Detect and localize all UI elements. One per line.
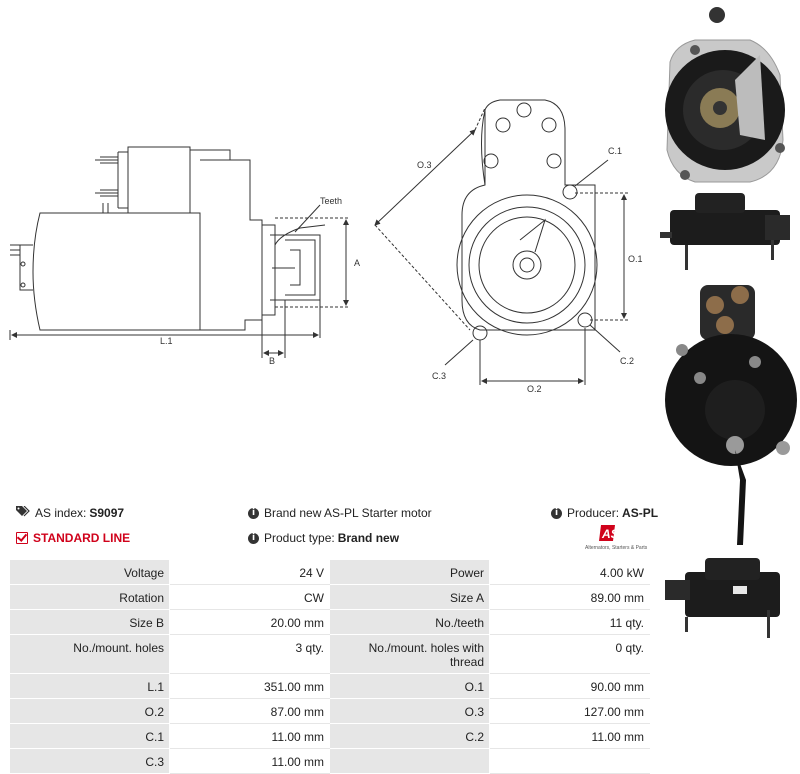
spec-label: No./mount. holes with thread	[329, 634, 490, 674]
info-icon: i	[248, 507, 259, 519]
producer-label: Producer:	[567, 506, 620, 520]
product-type-label: Product type:	[264, 531, 335, 545]
label-o2: O.2	[527, 384, 542, 394]
photo-front-view	[665, 7, 785, 183]
photo-side-view-small	[660, 193, 790, 270]
photo-rear-view	[665, 285, 797, 545]
spec-label: C.1	[9, 723, 170, 749]
producer: i Producer: AS-PL	[551, 506, 658, 520]
spec-label: Size A	[329, 584, 490, 610]
hole-c2	[577, 312, 593, 328]
spec-label	[329, 748, 490, 774]
info-icon: i	[248, 532, 259, 544]
motor-body-side	[32, 212, 201, 331]
spec-value	[489, 748, 650, 774]
spec-value: 3 qty.	[169, 634, 330, 674]
checkbox-icon	[16, 532, 28, 544]
logo-tagline: Alternators, Starters & Parts	[585, 545, 648, 551]
info-icon: i	[551, 507, 562, 519]
standard-line-label: STANDARD LINE	[33, 531, 131, 545]
spec-value: 87.00 mm	[169, 698, 330, 724]
spec-value: 24 V	[169, 559, 330, 585]
spec-label: C.2	[329, 723, 490, 749]
hole-c3	[472, 325, 488, 341]
producer-value: AS-PL	[622, 506, 659, 520]
spec-value: 90.00 mm	[489, 673, 650, 699]
spec-label: O.2	[9, 698, 170, 724]
hole-c1	[562, 184, 578, 200]
spec-label: No./teeth	[329, 609, 490, 635]
photo-side-view	[665, 558, 780, 638]
spec-value: 89.00 mm	[489, 584, 650, 610]
product-type: i Product type: Brand new	[248, 531, 399, 545]
spec-label: No./mount. holes	[9, 634, 170, 674]
spec-value: 0 qty.	[489, 634, 650, 674]
spec-value: 4.00 kW	[489, 559, 650, 585]
label-c1: C.1	[608, 146, 622, 156]
product-photos	[660, 7, 797, 638]
as-index-value: S9097	[89, 506, 125, 520]
label-c3: C.3	[432, 371, 446, 381]
spec-label: Voltage	[9, 559, 170, 585]
spec-label: O.3	[329, 698, 490, 724]
spec-label: Rotation	[9, 584, 170, 610]
spec-value: 11.00 mm	[169, 723, 330, 749]
spec-value: 351.00 mm	[169, 673, 330, 699]
standard-line: STANDARD LINE	[16, 531, 130, 545]
label-o3: O.3	[417, 160, 432, 170]
label-b: B	[269, 356, 275, 366]
spec-value: 127.00 mm	[489, 698, 650, 724]
solenoid-side	[127, 146, 191, 214]
drive-housing-side	[200, 159, 263, 331]
spec-label: L.1	[9, 673, 170, 699]
as-index-label: AS index:	[35, 506, 87, 520]
spec-value: 11.00 mm	[489, 723, 650, 749]
product-type-value: Brand new	[337, 531, 400, 545]
tag-icon	[16, 505, 30, 520]
spec-value: 11 qty.	[489, 609, 650, 635]
label-o1: O.1	[628, 254, 643, 264]
spec-value: 11.00 mm	[169, 748, 330, 774]
spec-label: Size B	[9, 609, 170, 635]
label-c2: C.2	[620, 356, 634, 366]
technical-drawing: Teeth A B L.1 O.3 C.1 O.1 C.2 C.3 O.2	[9, 99, 643, 394]
product-info: AS index: S9097 STANDARD LINE i Brand ne…	[0, 500, 660, 560]
description: i Brand new AS-PL Starter motor	[248, 506, 432, 520]
spec-label: O.1	[329, 673, 490, 699]
description-text: Brand new AS-PL Starter motor	[264, 506, 432, 520]
label-teeth: Teeth	[320, 196, 342, 206]
as-index: AS index: S9097	[16, 505, 125, 520]
logo-text: AS	[601, 527, 619, 541]
nose-outer	[456, 194, 598, 336]
label-l1: L.1	[160, 336, 173, 346]
spec-value: CW	[169, 584, 330, 610]
spec-value: 20.00 mm	[169, 609, 330, 635]
spec-label: Power	[329, 559, 490, 585]
spec-label: C.3	[9, 748, 170, 774]
label-a: A	[354, 258, 360, 268]
as-pl-logo: AS Alternators, Starters & Parts	[585, 523, 655, 553]
